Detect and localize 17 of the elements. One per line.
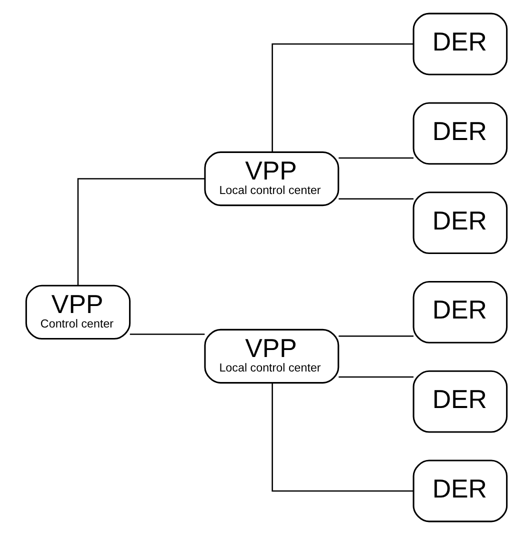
node-box: VPP Control center	[24, 284, 130, 340]
connector	[338, 336, 414, 337]
connector	[76, 178, 204, 286]
connector	[338, 198, 414, 200]
node-box: DER	[412, 102, 508, 165]
connector	[338, 376, 414, 378]
connector	[271, 382, 413, 492]
connector	[338, 157, 414, 159]
node-box: VPP Local control center	[204, 328, 339, 384]
node-box: DER	[412, 460, 508, 522]
node-box: DER	[412, 192, 508, 254]
node-box: DER	[412, 280, 508, 344]
node-box: DER	[412, 370, 508, 433]
connector	[129, 334, 204, 335]
node-box: VPP Local control center	[204, 151, 339, 206]
connector	[271, 43, 413, 152]
node-box: DER	[412, 12, 508, 76]
